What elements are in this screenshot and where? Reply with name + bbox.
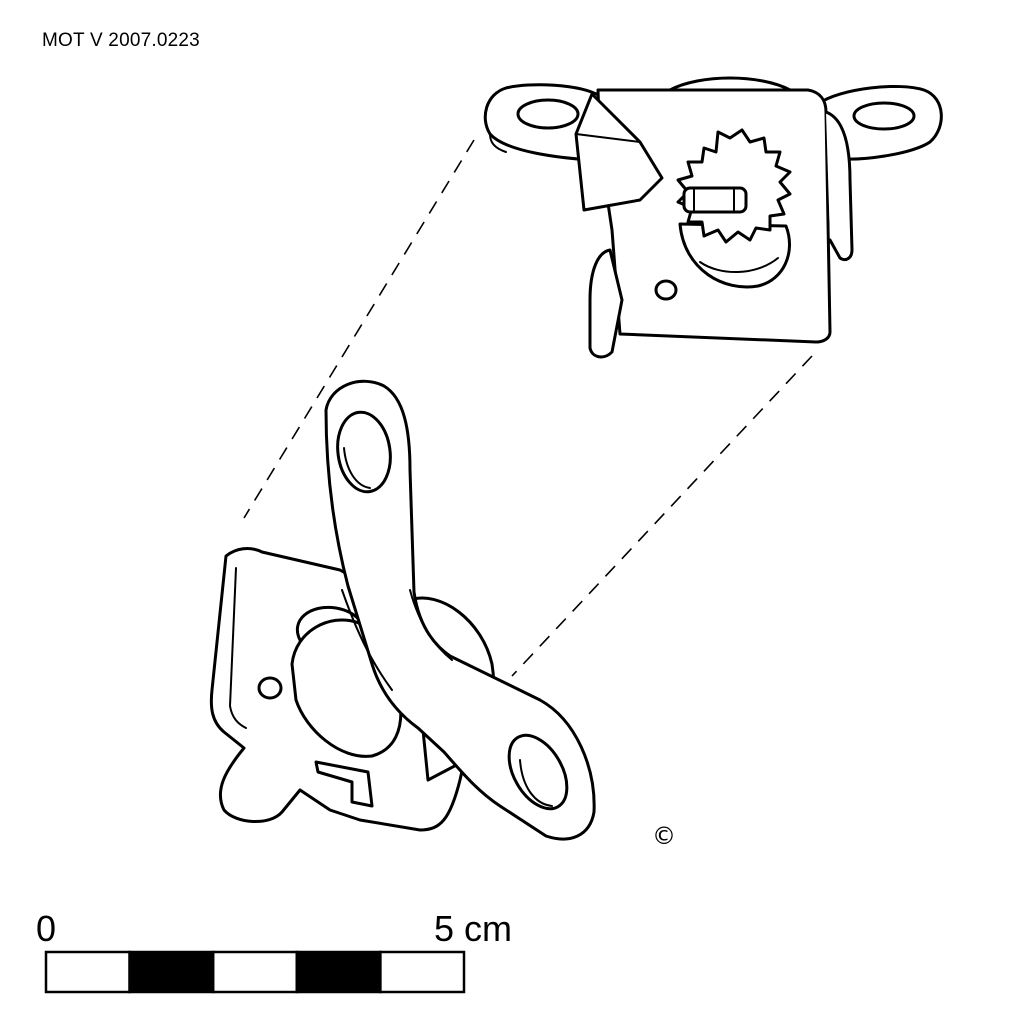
detail-opening xyxy=(678,222,791,289)
projection-line-left xyxy=(243,139,475,519)
detail-left-ear xyxy=(483,83,602,162)
copyright-symbol: © xyxy=(652,822,676,850)
scale-start-label: 0 xyxy=(36,908,57,949)
scale-segment-5 xyxy=(379,950,466,994)
detail-left-tab xyxy=(588,248,624,359)
scale-bar xyxy=(44,950,466,994)
scale-segment-4 xyxy=(295,950,382,994)
detail-view xyxy=(483,76,943,359)
detail-boss xyxy=(654,279,678,301)
detail-dome xyxy=(668,76,792,92)
detail-right-flange xyxy=(824,110,854,262)
detail-right-ear xyxy=(816,84,943,161)
detail-gear xyxy=(676,128,792,244)
main-boss xyxy=(257,676,283,700)
main-view xyxy=(209,379,596,841)
scale-end-label: 5 cm xyxy=(434,908,513,949)
main-lower-hole xyxy=(507,733,569,811)
projection-lines xyxy=(243,139,813,677)
main-plate-edge xyxy=(229,567,247,729)
main-lower-slot xyxy=(314,760,374,808)
projection-line-right xyxy=(511,355,813,677)
scale-segment-2 xyxy=(128,950,215,994)
catalogue-number: MOT V 2007.0223 xyxy=(42,30,200,51)
scale-segment-3 xyxy=(211,950,299,994)
scale-segment-1 xyxy=(44,950,131,994)
detail-slot xyxy=(682,186,748,214)
main-arm xyxy=(324,379,596,841)
